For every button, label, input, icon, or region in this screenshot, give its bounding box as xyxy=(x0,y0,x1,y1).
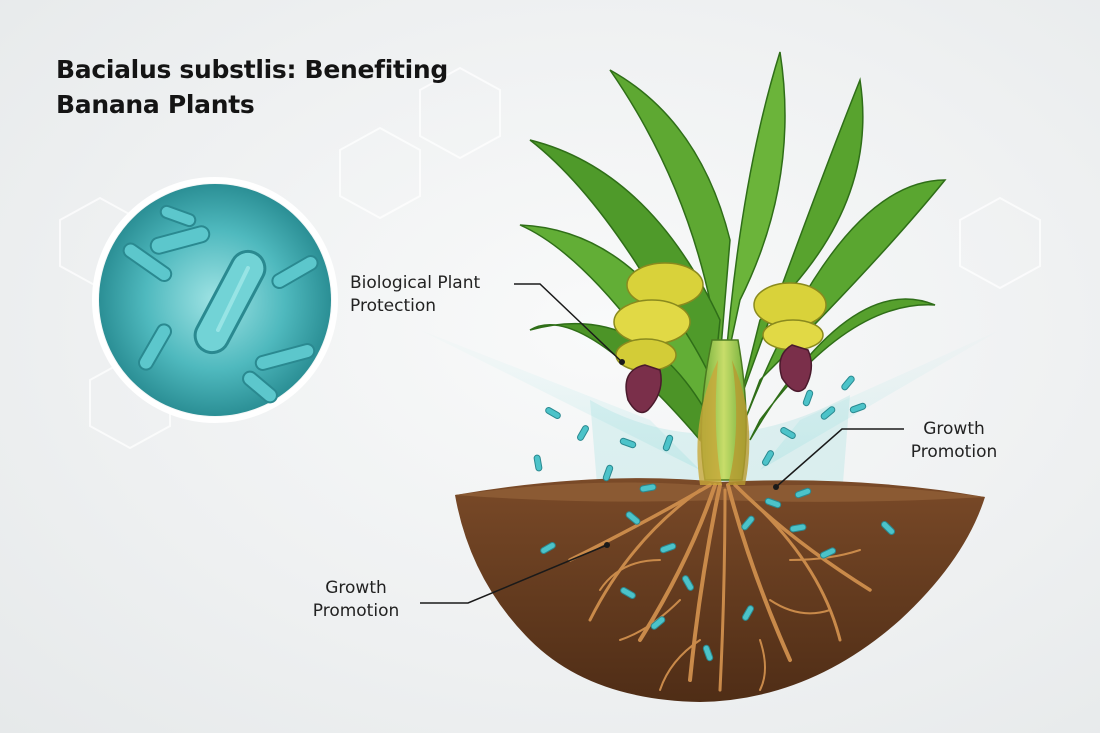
leader-line-growth-right xyxy=(775,428,904,488)
bacteria-magnified-circle xyxy=(92,177,338,423)
label-growth-left-line-1: Growth xyxy=(325,578,387,598)
banana-stem xyxy=(697,339,750,485)
banana-bunch-right xyxy=(753,282,827,393)
label-biological-plant-protection: Biological Plant Protection xyxy=(350,272,480,318)
title-line-1: Bacialus substlis: Benefiting xyxy=(56,55,448,84)
label-protection-line-2: Protection xyxy=(350,296,437,316)
label-growth-right-line-1: Growth xyxy=(923,419,985,439)
title-line-2: Banana Plants xyxy=(56,90,255,119)
label-growth-right-line-2: Promotion xyxy=(910,442,998,462)
label-growth-left-line-2: Promotion xyxy=(312,601,400,621)
leader-line-protection xyxy=(514,283,623,363)
label-growth-promotion-left: Growth Promotion xyxy=(300,577,412,623)
page-title: Bacialus substlis: Benefiting Banana Pla… xyxy=(56,52,448,122)
banana-bunch-left xyxy=(613,262,704,414)
label-protection-line-1: Biological Plant xyxy=(350,273,481,293)
banana-leaves xyxy=(519,51,947,442)
leader-line-growth-left xyxy=(420,544,608,604)
label-growth-promotion-right: Growth Promotion xyxy=(886,418,1022,464)
label-leader-lines xyxy=(420,283,904,604)
plant-roots xyxy=(568,483,872,692)
